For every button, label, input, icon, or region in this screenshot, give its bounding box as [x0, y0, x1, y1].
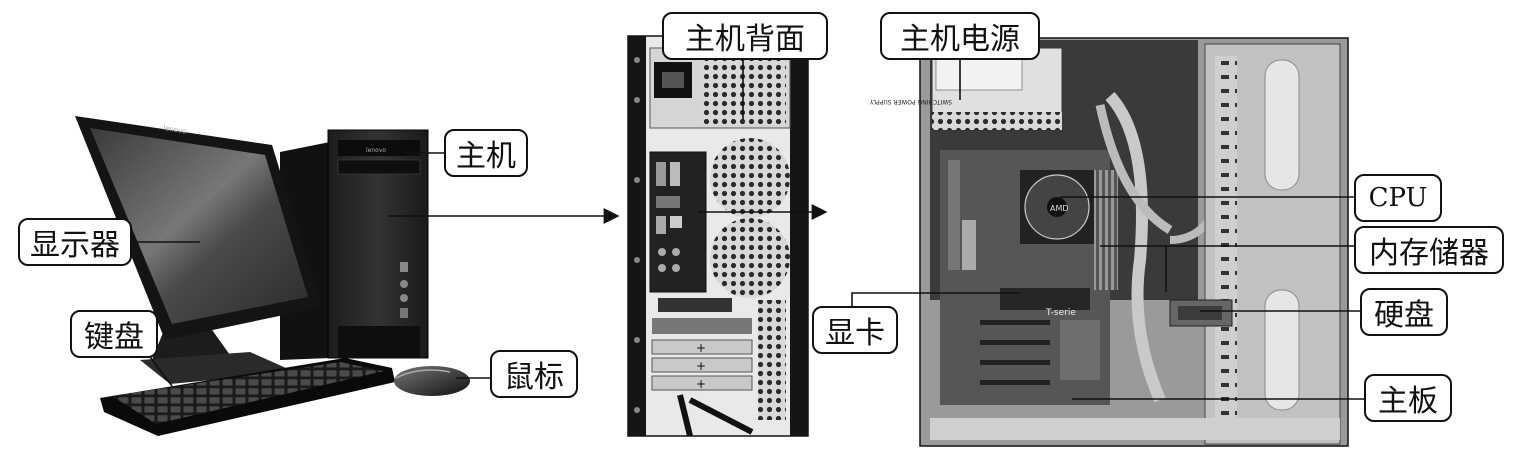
svg-text:+: + — [696, 359, 706, 373]
desktop-computer-illustration: lenovo lenovo — [75, 116, 470, 436]
label-memory: 内存储器 — [1354, 226, 1504, 274]
label-mouse: 鼠标 — [490, 350, 578, 398]
label-cpu: CPU — [1354, 174, 1442, 222]
label-power-supply: 主机电源 — [880, 12, 1040, 60]
label-host: 主机 — [444, 129, 528, 177]
board-brand-text: T-serie — [1045, 308, 1076, 318]
hard-disk — [1169, 299, 1233, 327]
connector-keyboard — [146, 352, 173, 387]
svg-text:+: + — [696, 341, 706, 355]
case-brand-text: lenovo — [366, 147, 386, 154]
keyboard — [100, 358, 395, 436]
label-gpu: 显卡 — [812, 306, 898, 354]
label-motherboard: 主板 — [1364, 374, 1452, 422]
svg-text:+: + — [696, 377, 706, 391]
host-interior-photo: SWITCHING POWER SUPPLY AMD T-serie — [870, 37, 1349, 447]
label-monitor: 显示器 — [18, 218, 132, 266]
monitor: lenovo — [75, 116, 322, 340]
motherboard: AMD T-serie — [940, 150, 1118, 405]
label-hard-disk: 硬盘 — [1360, 288, 1448, 336]
host-back-photo: + + + — [627, 35, 809, 437]
cooler-brand-text: AMD — [1050, 204, 1069, 213]
monitor-brand-text: lenovo — [163, 124, 187, 136]
label-keyboard: 键盘 — [70, 310, 158, 358]
label-host-back: 主机背面 — [662, 12, 828, 60]
mouse — [394, 366, 470, 396]
power-supply: SWITCHING POWER SUPPLY — [870, 47, 1063, 131]
psu-label-text: SWITCHING POWER SUPPLY — [870, 98, 952, 105]
